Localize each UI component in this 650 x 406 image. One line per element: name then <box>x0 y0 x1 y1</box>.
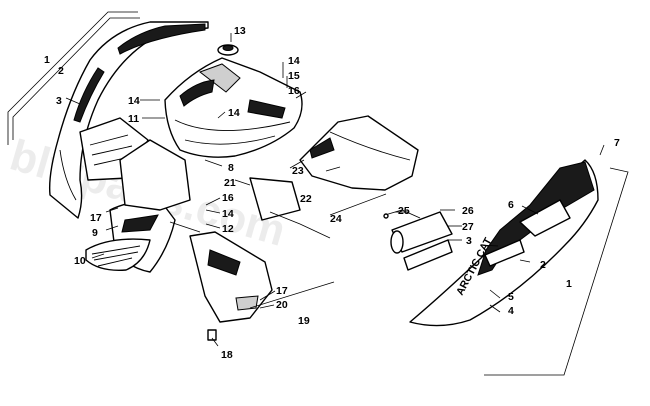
callout-3-right[interactable]: 3 <box>466 235 472 247</box>
part-10-grille <box>85 238 151 271</box>
part-23-tray <box>299 115 419 191</box>
callout-17-a[interactable]: 17 <box>90 212 102 224</box>
part-22-screen <box>249 177 301 221</box>
part-19-lower-panel <box>189 231 273 323</box>
callout-8[interactable]: 8 <box>228 162 234 174</box>
callout-4[interactable]: 4 <box>508 305 514 317</box>
callout-25[interactable]: 25 <box>398 205 410 217</box>
part-26-canister <box>390 211 453 271</box>
callout-19[interactable]: 19 <box>298 315 310 327</box>
callout-7[interactable]: 7 <box>614 137 620 149</box>
callout-20[interactable]: 20 <box>276 299 288 311</box>
callout-11[interactable]: 11 <box>128 113 139 125</box>
callout-26[interactable]: 26 <box>462 205 474 217</box>
front-hood <box>164 57 303 158</box>
callout-13[interactable]: 13 <box>234 25 246 37</box>
callout-14-b[interactable]: 14 <box>228 107 240 119</box>
callout-27[interactable]: 27 <box>462 221 474 233</box>
callout-21[interactable]: 21 <box>224 177 236 189</box>
callout-24[interactable]: 24 <box>330 213 342 225</box>
callout-14-a[interactable]: 14 <box>128 95 140 107</box>
callout-16-b[interactable]: 16 <box>222 192 234 204</box>
callout-23[interactable]: 23 <box>292 165 304 177</box>
callout-6[interactable]: 6 <box>508 199 514 211</box>
callout-14-d[interactable]: 14 <box>222 208 234 220</box>
callout-16-a[interactable]: 16 <box>288 85 300 97</box>
callout-14-c[interactable]: 14 <box>288 55 300 67</box>
right-side-panel: ARCTIC CAT <box>409 159 599 327</box>
callout-9[interactable]: 9 <box>92 227 98 239</box>
part-18-fastener <box>207 329 217 341</box>
callout-2-right[interactable]: 2 <box>540 259 546 271</box>
left-side-panel <box>48 21 209 219</box>
callout-17-b[interactable]: 17 <box>276 285 288 297</box>
part-25-clamp <box>383 209 421 219</box>
leader-lines <box>7 11 629 376</box>
callout-1-right[interactable]: 1 <box>566 278 572 290</box>
callout-10[interactable]: 10 <box>74 255 86 267</box>
callout-2-left[interactable]: 2 <box>58 65 64 77</box>
callout-22[interactable]: 22 <box>300 193 312 205</box>
callouts: 1 2 3 13 14 11 14 14 15 16 8 21 22 23 24… <box>44 25 620 361</box>
callout-15[interactable]: 15 <box>288 70 300 82</box>
callout-18[interactable]: 18 <box>221 349 233 361</box>
callout-5[interactable]: 5 <box>508 291 514 303</box>
part-13-cap <box>217 44 239 56</box>
callout-12[interactable]: 12 <box>222 223 234 235</box>
callout-1-left[interactable]: 1 <box>44 54 50 66</box>
callout-3-left[interactable]: 3 <box>56 95 62 107</box>
